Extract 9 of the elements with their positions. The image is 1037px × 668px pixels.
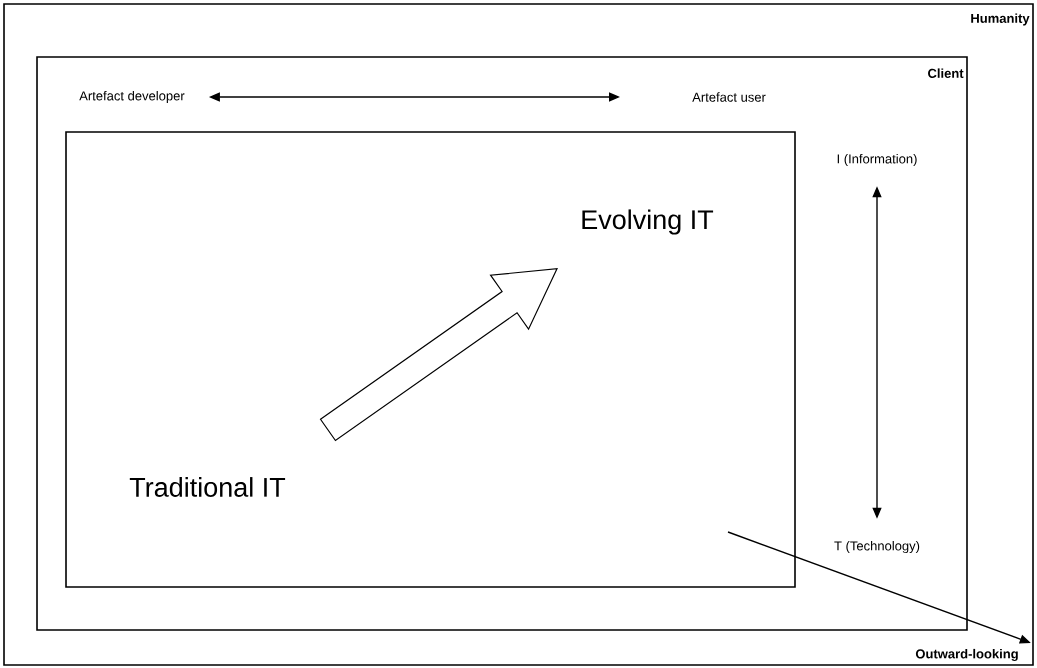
- text-label: Artefact developer: [79, 90, 185, 104]
- text-label: Artefact user: [692, 92, 766, 102]
- block-arrow: [319, 268, 558, 442]
- text-label: I (Information): [837, 153, 917, 167]
- text-label: T (Technology): [834, 540, 920, 554]
- text-label: Outward-looking: [915, 648, 1018, 662]
- text-label: Traditional IT: [129, 477, 286, 497]
- text-label: Evolving IT: [582, 209, 714, 235]
- inner-box: [65, 131, 796, 588]
